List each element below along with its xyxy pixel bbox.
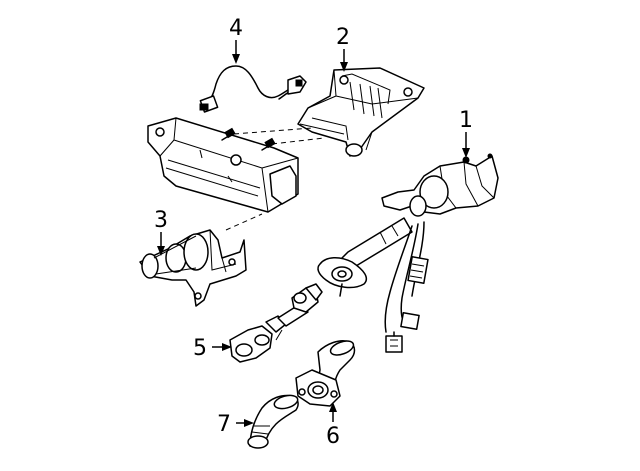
part-7-lower-boot [247,394,299,449]
callout-1: 1 [459,108,473,158]
callout-7: 7 [217,412,254,437]
callout-label-4: 4 [229,16,243,41]
callout-label-5: 5 [193,336,207,361]
callout-label-6: 6 [326,424,340,449]
part-3-lower-bracket [139,229,247,307]
alignment-lines [225,127,325,231]
callout-label-1: 1 [459,108,473,133]
callout-2: 2 [336,25,350,72]
part-2-bracket [297,67,425,157]
support-beam [147,117,299,213]
part-6-boot-seal [295,340,356,407]
part-1-steering-column [317,153,499,297]
callout-4: 4 [229,16,243,64]
callout-5: 5 [193,336,232,361]
part-5-intermediate-shaft [229,283,323,363]
part-4-sensor-harness [199,65,307,113]
callout-label-2: 2 [336,25,350,50]
column-wiring-harness [384,221,429,353]
callout-label-3: 3 [154,208,168,233]
callout-label-7: 7 [217,412,231,437]
callout-6: 6 [326,402,340,449]
callout-3: 3 [154,208,168,256]
